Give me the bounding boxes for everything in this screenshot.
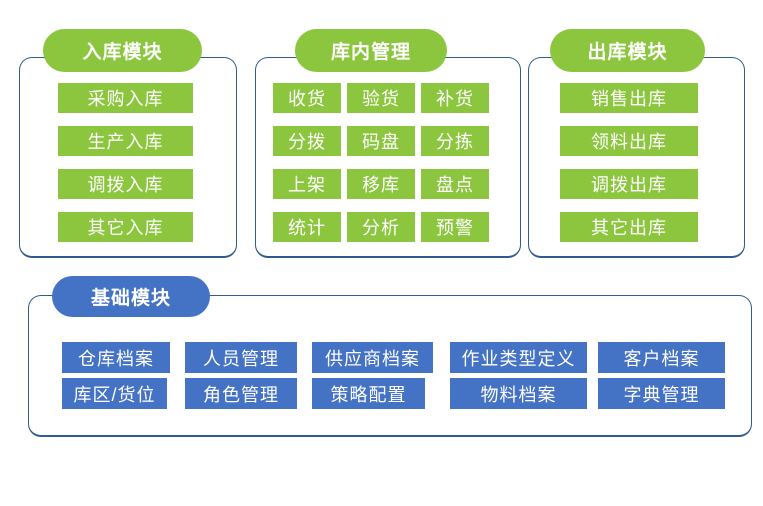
item-strategy-configuration: 策略配置 (312, 378, 425, 409)
item-palletizing: 码盘 (347, 126, 415, 156)
item-other-outbound: 其它出库 (560, 212, 698, 242)
outbound-module-header: 出库模块 (550, 29, 705, 72)
item-customer-archives: 客户档案 (598, 342, 725, 373)
inbound-module-panel: 入库模块 采购入库 生产入库 调拨入库 其它入库 (19, 29, 237, 258)
outbound-module-panel: 出库模块 销售出库 领料出库 调拨出库 其它出库 (528, 29, 745, 258)
item-alert: 预警 (421, 212, 489, 242)
item-sorting: 分拣 (421, 126, 489, 156)
item-analysis: 分析 (347, 212, 415, 242)
item-production-inbound: 生产入库 (58, 126, 193, 156)
item-stocktaking: 盘点 (421, 169, 489, 199)
basic-module-header: 基础模块 (52, 276, 210, 317)
item-role-management: 角色管理 (185, 378, 297, 409)
item-material-archives: 物料档案 (450, 378, 587, 409)
item-sales-outbound: 销售出库 (560, 83, 698, 113)
item-purchase-inbound: 采购入库 (58, 83, 193, 113)
item-transfer-inbound: 调拨入库 (58, 169, 193, 199)
item-putaway: 上架 (273, 169, 341, 199)
basic-module-panel: 基础模块 仓库档案 人员管理 供应商档案 作业类型定义 客户档案 库区/货位 角… (28, 276, 752, 437)
item-dictionary-management: 字典管理 (598, 378, 725, 409)
item-warehouse-archives: 仓库档案 (62, 342, 170, 373)
item-operation-type-definition: 作业类型定义 (450, 342, 587, 373)
item-receiving: 收货 (273, 83, 341, 113)
item-transfer-outbound: 调拨出库 (560, 169, 698, 199)
item-allocation: 分拨 (273, 126, 341, 156)
item-supplier-archives: 供应商档案 (312, 342, 433, 373)
inbound-module-header: 入库模块 (43, 29, 202, 72)
item-picking-outbound: 领料出库 (560, 126, 698, 156)
item-personnel-management: 人员管理 (185, 342, 297, 373)
item-statistics: 统计 (273, 212, 341, 242)
warehouse-ops-panel: 库内管理 收货 验货 补货 分拨 码盘 分拣 上架 移库 盘点 统计 分析 预警 (255, 29, 521, 258)
item-inspection: 验货 (347, 83, 415, 113)
warehouse-ops-header: 库内管理 (295, 29, 447, 72)
item-other-inbound: 其它入库 (58, 212, 193, 242)
item-storage-area-location: 库区/货位 (62, 378, 167, 409)
item-replenishment: 补货 (421, 83, 489, 113)
item-relocation: 移库 (347, 169, 415, 199)
